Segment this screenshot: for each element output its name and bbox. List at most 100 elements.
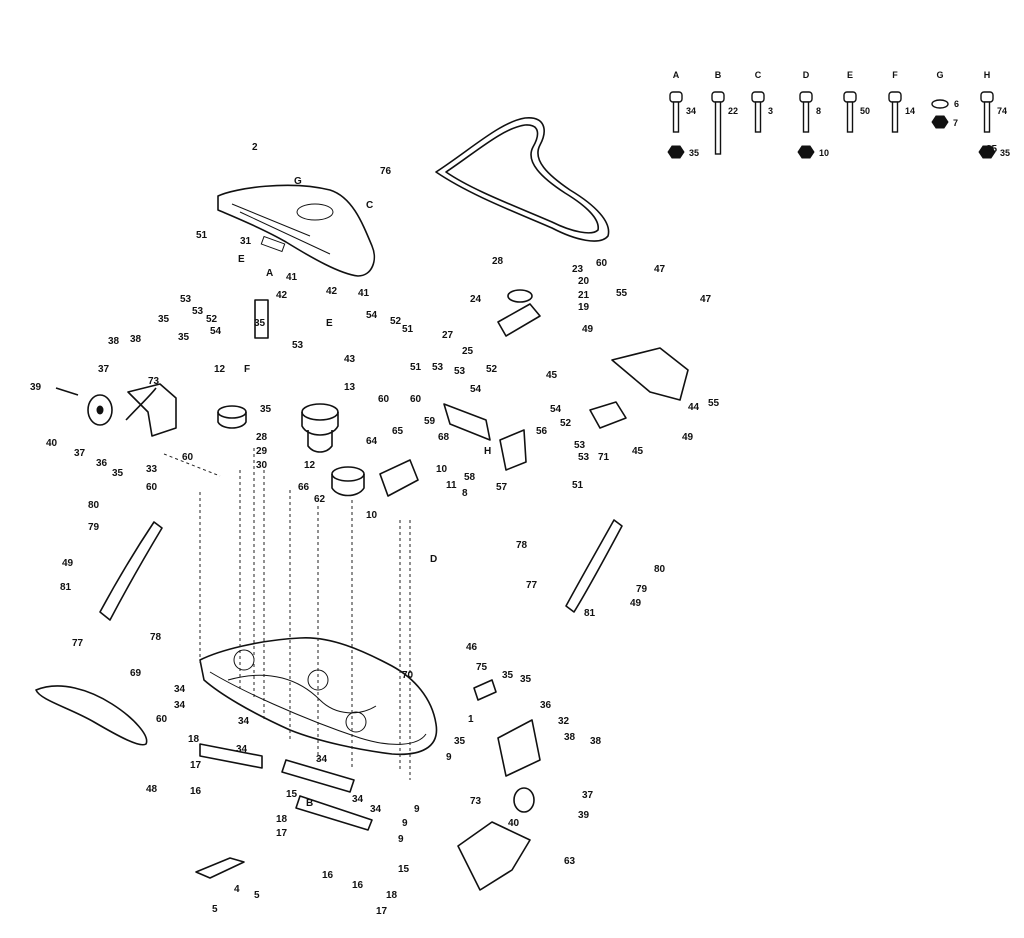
callout-37: 37 — [74, 448, 86, 459]
alignment-lines — [163, 448, 411, 780]
bolt-shank-icon — [714, 101, 722, 155]
callout-39: 39 — [578, 810, 590, 821]
nut-icon — [797, 145, 815, 159]
bolt-shank-icon — [846, 101, 854, 133]
callout-77: 77 — [526, 580, 538, 591]
hardware-c: C3 — [751, 70, 773, 133]
letter-mark-h: H — [484, 446, 491, 457]
callout-70: 70 — [402, 670, 414, 681]
top-cover-2 — [217, 184, 376, 277]
callout-12: 12 — [214, 364, 226, 375]
bolt-shank-icon — [802, 101, 810, 133]
callout-38: 38 — [108, 336, 120, 347]
callout-38: 38 — [130, 334, 142, 345]
callout-37: 37 — [98, 364, 110, 375]
bolt-part-number: 22 — [728, 106, 738, 116]
left-idler-assembly — [55, 299, 269, 437]
callout-75: 75 — [476, 662, 488, 673]
callout-69: 69 — [130, 668, 142, 679]
callout-18: 18 — [276, 814, 288, 825]
callout-2: 2 — [252, 142, 258, 153]
callout-47: 47 — [654, 264, 666, 275]
bolt-head-icon — [980, 91, 994, 103]
callout-54: 54 — [210, 326, 222, 337]
callout-27: 27 — [442, 330, 454, 341]
callout-53: 53 — [192, 306, 204, 317]
callout-11: 11 — [446, 480, 457, 491]
nut-icon — [667, 145, 685, 159]
callout-16: 16 — [322, 870, 334, 881]
callout-32: 32 — [558, 716, 570, 727]
bolt-head-icon — [669, 91, 683, 103]
callout-60: 60 — [156, 714, 168, 725]
nut-icon — [931, 115, 949, 129]
callout-66: 66 — [298, 482, 310, 493]
callout-10: 10 — [366, 510, 378, 521]
callout-52: 52 — [390, 316, 402, 327]
callout-60: 60 — [146, 482, 158, 493]
callout-9: 9 — [398, 834, 404, 845]
callout-24: 24 — [470, 294, 482, 305]
callout-59: 59 — [424, 416, 436, 427]
bolt-shank-icon — [983, 101, 991, 133]
callout-9: 9 — [446, 752, 452, 763]
callout-53: 53 — [292, 340, 304, 351]
bolt-part-number: 8 — [816, 106, 821, 116]
hardware-e: E50 — [843, 70, 870, 133]
callout-65: 65 — [392, 426, 404, 437]
callout-51: 51 — [402, 324, 414, 335]
callout-31: 31 — [240, 236, 252, 247]
callout-52: 52 — [486, 364, 498, 375]
callout-34: 34 — [370, 804, 382, 815]
bolt-shank-icon — [891, 101, 899, 133]
callout-55: 55 — [708, 398, 720, 409]
callout-1: 1 — [468, 714, 474, 725]
nut-part-number: 7 — [953, 118, 958, 128]
callout-60: 60 — [378, 394, 390, 405]
callout-35: 35 — [520, 674, 532, 685]
callout-10: 10 — [436, 464, 448, 475]
nut-part-number: 10 — [819, 148, 829, 158]
nut-icon — [978, 145, 996, 159]
callout-18: 18 — [188, 734, 200, 745]
callout-53: 53 — [432, 362, 444, 373]
callout-34: 34 — [236, 744, 248, 755]
callout-36: 36 — [96, 458, 108, 469]
callout-5: 5 — [254, 890, 260, 901]
callout-42: 42 — [276, 290, 288, 301]
callout-39: 39 — [30, 382, 42, 393]
callout-53: 53 — [578, 452, 590, 463]
callout-60: 60 — [182, 452, 194, 463]
callout-12: 12 — [304, 460, 316, 471]
center-brackets — [379, 289, 689, 497]
callout-53: 53 — [180, 294, 192, 305]
callout-8: 8 — [462, 488, 468, 499]
callout-labels: 1245589999101011121213151516161617171718… — [30, 142, 998, 917]
letter-mark-b: B — [306, 798, 313, 809]
callout-43: 43 — [344, 354, 356, 365]
callout-79: 79 — [636, 584, 648, 595]
callout-53: 53 — [574, 440, 586, 451]
bolt-part-number: 14 — [905, 106, 915, 116]
callout-46: 46 — [466, 642, 478, 653]
callout-40: 40 — [508, 818, 520, 829]
callout-63: 63 — [564, 856, 576, 867]
callout-5: 5 — [212, 904, 218, 915]
hardware-letter: A — [673, 70, 680, 80]
letter-mark-a: A — [266, 268, 273, 279]
callout-13: 13 — [344, 382, 356, 393]
bolt-part-number: 3 — [768, 106, 773, 116]
letter-mark-f: F — [244, 364, 250, 375]
bolt-part-number: 74 — [997, 106, 1007, 116]
bolt-head-icon — [711, 91, 725, 103]
callout-34: 34 — [316, 754, 328, 765]
callout-73: 73 — [470, 796, 482, 807]
letter-mark-g: G — [294, 176, 302, 187]
idler-arms — [99, 519, 623, 621]
callout-34: 34 — [174, 684, 186, 695]
callout-9: 9 — [414, 804, 420, 815]
